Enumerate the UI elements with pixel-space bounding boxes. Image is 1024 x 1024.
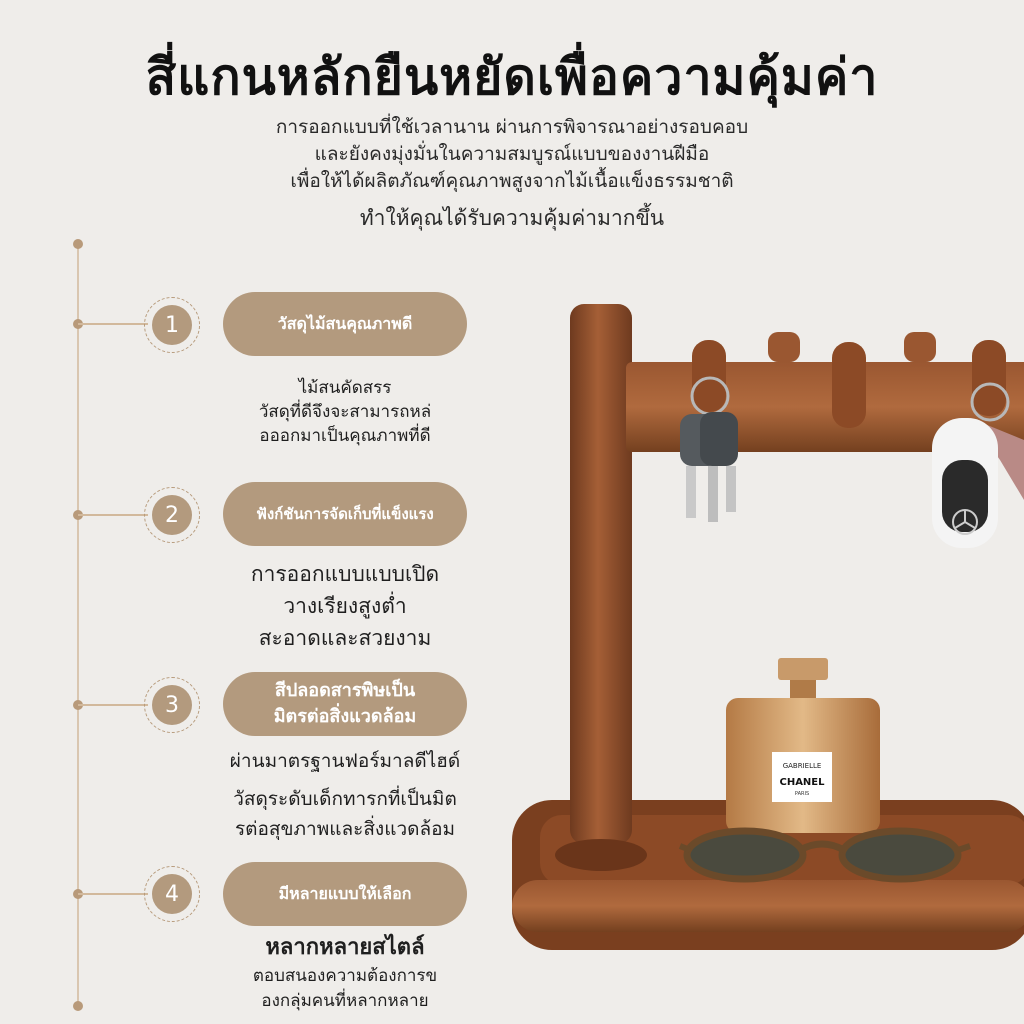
feature-number-2: 2 <box>144 487 200 543</box>
feature-desc-4: หลากหลายสไตล์ ตอบสนองความต้องการข องกลุ่… <box>252 935 438 1011</box>
wood-post <box>555 304 647 871</box>
feature-desc-3: ผ่านมาตรฐานฟอร์มาลดีไฮด์ วัสดุระดับเด็กท… <box>229 750 461 840</box>
keys-icon <box>680 376 738 522</box>
intro-line: เพื่อให้ได้ผลิตภัณฑ์คุณภาพสูงจากไม้เนื้อ… <box>290 170 734 192</box>
page-title: สี่แกนหลักยืนหยัดเพื่อความคุ้มค่า <box>145 48 879 106</box>
feature-title-3: สีปลอดสารพิษเป็น มิตรต่อสิ่งแวดล้อม <box>223 672 467 736</box>
feature-number-1: 1 <box>144 297 200 353</box>
feature-number-3: 3 <box>144 677 200 733</box>
feature-title-1: วัสดุไม้สนคุณภาพดี <box>223 292 467 356</box>
feature-title-4: มีหลายแบบให้เลือก <box>223 862 467 926</box>
product-image: GABRIELLE CHANEL PARIS <box>512 304 1024 950</box>
sunglasses-icon <box>678 827 971 883</box>
intro-closing: ทำให้คุณได้รับความคุ้มค่ามากขึ้น <box>359 206 665 230</box>
intro-line: การออกแบบที่ใช้เวลานาน ผ่านการพิจารณาอย่… <box>275 116 749 138</box>
timeline-connector <box>78 514 148 516</box>
timeline-connector <box>78 893 148 895</box>
feature-desc-2: การออกแบบแบบเปิด วางเรียงสูงต่ำ สะอาดและ… <box>250 562 440 650</box>
feature-number-4: 4 <box>144 866 200 922</box>
perfume-bottle-icon: GABRIELLE CHANEL PARIS <box>726 658 880 833</box>
timeline-connector <box>78 323 148 325</box>
intro-line: และยังคงมุ่งมั่นในความสมบูรณ์แบบของงานฝี… <box>314 143 710 165</box>
bottle-label-line1: GABRIELLE <box>783 762 822 770</box>
bottle-label-line3: PARIS <box>795 791 809 797</box>
timeline-connector <box>78 704 148 706</box>
feature-desc-1: ไม้สนคัดสรร วัสดุที่ดีจึงจะสามารถหล่ อออ… <box>258 378 432 446</box>
timeline-dot <box>73 239 83 249</box>
intro-text: การออกแบบที่ใช้เวลานาน ผ่านการพิจารณาอย่… <box>0 114 1024 232</box>
feature-title-2: ฟังก์ชันการจัดเก็บที่แข็งแรง <box>223 482 467 546</box>
timeline-dot <box>73 1001 83 1011</box>
wood-pegs <box>692 332 1006 428</box>
timeline-line <box>77 244 79 1006</box>
bottle-label-line2: CHANEL <box>779 777 825 788</box>
car-key-icon <box>932 382 1024 548</box>
